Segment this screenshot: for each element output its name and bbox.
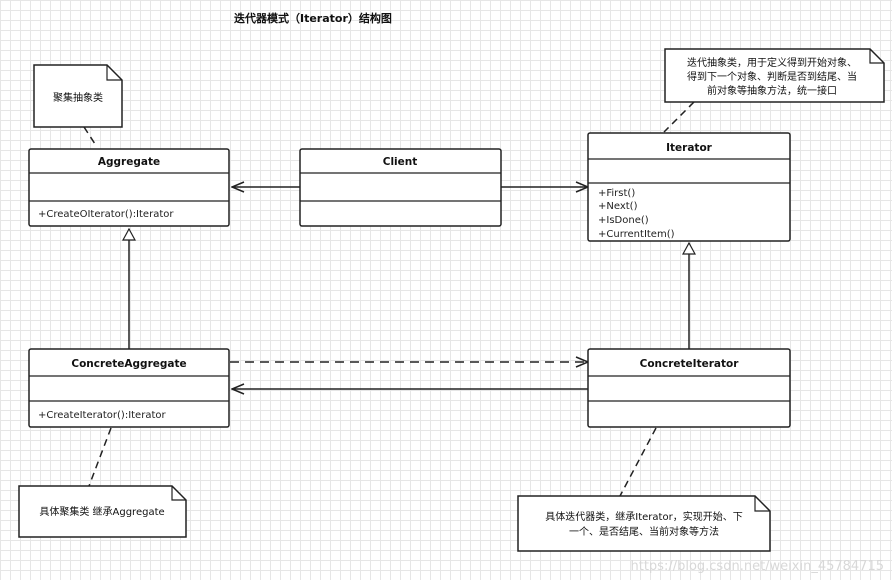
class-name: ConcreteIterator	[640, 358, 740, 370]
class-concrete-aggregate[interactable]: ConcreteAggregate +CreateIterator():Iter…	[28, 348, 230, 428]
class-aggregate[interactable]: Aggregate +CreateOIterator():Iterator	[28, 148, 230, 227]
concrete-iterator-note-anchor	[619, 427, 657, 497]
class-name: Iterator	[666, 142, 713, 154]
note-text: 具体聚集类 继承Aggregate	[39, 505, 164, 518]
note-text: 迭代抽象类，用于定义得到开始对象、	[687, 56, 857, 69]
diagram-title: 迭代器模式（Iterator）结构图	[234, 11, 392, 25]
class-operation: +IsDone()	[598, 215, 649, 226]
iterator-note-anchor	[663, 101, 695, 133]
note-text: 具体迭代器类，继承Iterator，实现开始、下	[545, 510, 742, 523]
note-text: 聚集抽象类	[53, 91, 103, 104]
class-client[interactable]: Client	[299, 148, 502, 227]
class-operation: +CurrentItem()	[598, 229, 675, 240]
concrete-aggregate-note-anchor	[88, 427, 112, 487]
class-operation: +Next()	[598, 201, 638, 212]
note-concrete-aggregate[interactable]: 具体聚集类 继承Aggregate	[18, 485, 187, 538]
relationships	[83, 101, 695, 497]
class-operation: +CreateIterator():Iterator	[38, 410, 166, 421]
class-name: Client	[383, 156, 418, 168]
class-name: Aggregate	[98, 156, 160, 168]
watermark-text: https://blog.csdn.net/weixin_45784715	[630, 559, 884, 574]
class-name: ConcreteAggregate	[71, 358, 186, 370]
class-concrete-iterator[interactable]: ConcreteIterator	[587, 348, 791, 428]
class-iterator[interactable]: Iterator +First() +Next() +IsDone() +Cur…	[587, 132, 791, 242]
class-operation: +CreateOIterator():Iterator	[38, 209, 174, 220]
note-text: 一个、是否结尾、当前对象等方法	[569, 525, 719, 538]
note-iterator[interactable]: 迭代抽象类，用于定义得到开始对象、 得到下一个对象、判断是否到结尾、当 前对象等…	[664, 48, 885, 103]
note-text: 得到下一个对象、判断是否到结尾、当	[687, 70, 857, 83]
aggregate-note-anchor	[83, 126, 98, 148]
note-concrete-iterator[interactable]: 具体迭代器类，继承Iterator，实现开始、下 一个、是否结尾、当前对象等方法	[517, 495, 771, 552]
note-text: 前对象等抽象方法，统一接口	[707, 84, 837, 97]
note-aggregate[interactable]: 聚集抽象类	[33, 64, 123, 128]
class-operation: +First()	[598, 188, 635, 199]
